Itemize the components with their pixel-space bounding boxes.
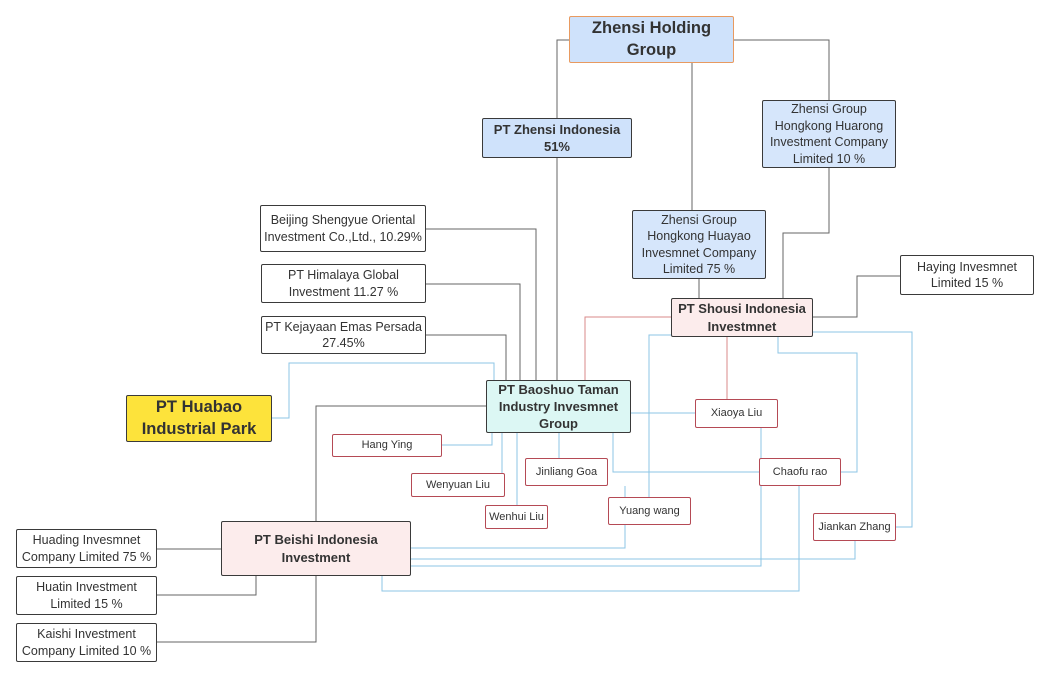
- node-label: PT Kejayaan Emas Persada 27.45%: [265, 319, 422, 351]
- node-zhensi-hongkong-huayao[interactable]: Zhensi Group Hongkong Huayao Invesmnet C…: [632, 210, 766, 279]
- node-label: PT Baoshuo Taman Industry Invesmnet Grou…: [498, 381, 619, 432]
- node-label: Beijing Shengyue Oriental Investment Co.…: [264, 213, 422, 244]
- node-label: Kaishi Investment Company Limited 10 %: [21, 627, 152, 658]
- node-pt-shousi-indonesia[interactable]: PT Shousi Indonesia Investmnet: [671, 298, 813, 337]
- edge-beishi-jiankan: [411, 541, 856, 560]
- node-huatin-investment[interactable]: Huatin Investment Limited 15 %: [16, 576, 157, 615]
- node-pt-beishi-indonesia[interactable]: PT Beishi Indonesia Investment: [221, 521, 411, 576]
- node-label: Chaofu rao: [772, 465, 828, 478]
- node-label: Jiankan Zhang: [818, 520, 891, 533]
- edge-root-zhensi-indonesia: [556, 39, 569, 118]
- node-label: PT Zhensi Indonesia 51%: [493, 121, 621, 154]
- node-person-hang-ying[interactable]: Hang Ying: [332, 434, 442, 457]
- node-label: Zhensi Group Hongkong Huarong Investment…: [769, 102, 889, 166]
- node-pt-baoshuo-taman[interactable]: PT Baoshuo Taman Industry Invesmnet Grou…: [486, 380, 631, 433]
- edge-beishi-chaofu: [411, 486, 762, 567]
- node-zhensi-holding-group[interactable]: Zhensi Holding Group: [569, 16, 734, 63]
- edge-himalaya-baoshuo: [426, 283, 521, 380]
- node-pt-himalaya-global[interactable]: PT Himalaya Global Investment 11.27 %: [261, 264, 426, 303]
- node-label: Huading Invesmnet Company Limited 75 %: [21, 533, 152, 564]
- node-label: Zhensi Holding Group: [591, 18, 712, 59]
- node-label: PT Himalaya Global Investment 11.27 %: [288, 268, 399, 299]
- edge-baoshuo-beishi: [315, 405, 486, 521]
- node-label: Yuang wang: [619, 504, 680, 517]
- edge-shousi-chaofu: [777, 337, 858, 473]
- node-person-jinliang-goa[interactable]: Jinliang Goa: [525, 458, 608, 486]
- node-pt-kejayaan-emas[interactable]: PT Kejayaan Emas Persada 27.45%: [261, 316, 426, 354]
- node-label: Xiaoya Liu: [710, 407, 763, 420]
- node-person-wenhui-liu[interactable]: Wenhui Liu: [485, 505, 548, 529]
- edge-huatin-beishi: [157, 576, 257, 596]
- node-label: PT Shousi Indonesia Investmnet: [678, 301, 806, 334]
- edge-beishi-chaofu-bottom: [381, 486, 800, 592]
- node-person-chaofu-rao[interactable]: Chaofu rao: [759, 458, 841, 486]
- edge-kaishi-beishi: [157, 576, 317, 643]
- node-label: Wenhui Liu: [489, 510, 544, 523]
- edge-shousi-baoshuo: [584, 316, 671, 380]
- node-person-jiankan-zhang[interactable]: Jiankan Zhang: [813, 513, 896, 541]
- node-beijing-shengyue[interactable]: Beijing Shengyue Oriental Investment Co.…: [260, 205, 426, 252]
- edge-root-huarong: [734, 39, 830, 100]
- node-huading-invesmnet[interactable]: Huading Invesmnet Company Limited 75 %: [16, 529, 157, 568]
- edge-kejayaan-baoshuo: [426, 334, 507, 380]
- node-label: Zhensi Group Hongkong Huayao Invesmnet C…: [641, 212, 757, 277]
- node-person-xiaoya-liu[interactable]: Xiaoya Liu: [695, 399, 778, 428]
- edge-beijing-baoshuo: [426, 228, 537, 380]
- edge-yuang-shousi: [648, 334, 671, 497]
- edge-huabao-baoshuo: [272, 362, 495, 419]
- node-label: Hang Ying: [361, 439, 413, 452]
- edge-haying-shousi: [813, 275, 900, 318]
- edge-huarong-shousi: [782, 168, 830, 298]
- node-label: PT Huabao Industrial Park: [141, 397, 257, 438]
- node-label: PT Beishi Indonesia Investment: [254, 532, 378, 565]
- node-label: Huatin Investment Limited 15 %: [36, 580, 137, 611]
- node-label: Jinliang Goa: [535, 465, 598, 478]
- node-zhensi-hongkong-huarong[interactable]: Zhensi Group Hongkong Huarong Investment…: [762, 100, 896, 168]
- node-haying-invesmnet[interactable]: Haying Invesmnet Limited 15 %: [900, 255, 1034, 295]
- edge-chaofu-baoshuo: [612, 433, 759, 473]
- node-label: Haying Invesmnet Limited 15 %: [916, 259, 1018, 291]
- edge-shousi-jiankan: [813, 331, 913, 528]
- node-pt-huabao-industrial-park[interactable]: PT Huabao Industrial Park: [126, 395, 272, 442]
- node-person-wenyuan-liu[interactable]: Wenyuan Liu: [411, 473, 505, 497]
- node-person-yuang-wang[interactable]: Yuang wang: [608, 497, 691, 525]
- edge-hang-baoshuo: [442, 433, 493, 446]
- node-label: Wenyuan Liu: [425, 478, 490, 491]
- node-kaishi-investment[interactable]: Kaishi Investment Company Limited 10 %: [16, 623, 157, 662]
- node-pt-zhensi-indonesia[interactable]: PT Zhensi Indonesia 51%: [482, 118, 632, 158]
